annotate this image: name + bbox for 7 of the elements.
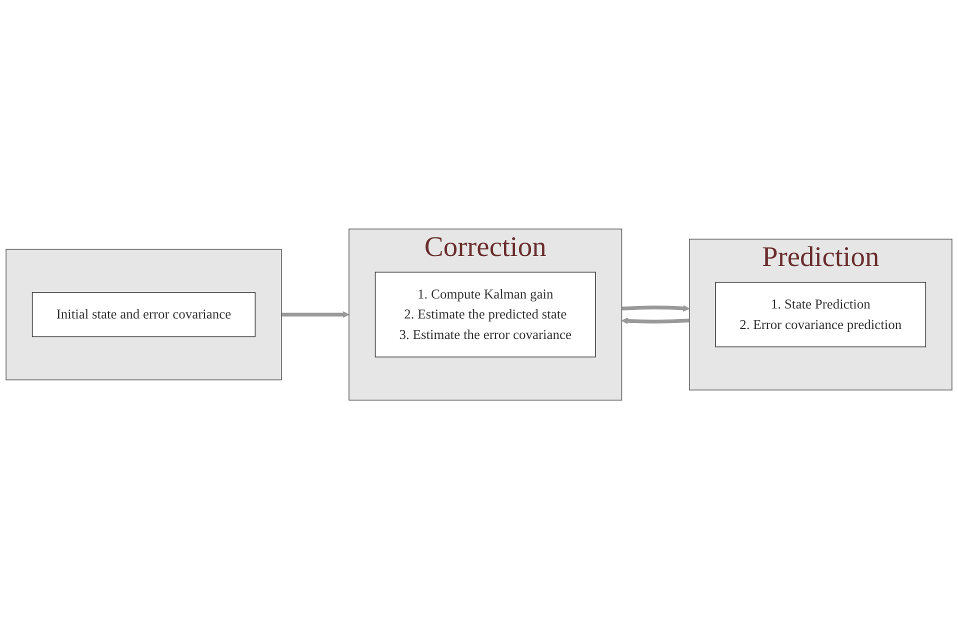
arrow — [281, 312, 350, 318]
arrow — [622, 305, 690, 312]
node-box: 1. State Prediction 2. Error covariance prediction — [715, 282, 926, 348]
node-box: 1. Compute Kalman gain 2. Estimate the predicted state 3. Estimate the error covariance — [374, 272, 596, 358]
node-box: Initial state and error covariance — [32, 292, 256, 338]
cluster — [6, 249, 282, 381]
arrow — [621, 318, 690, 325]
